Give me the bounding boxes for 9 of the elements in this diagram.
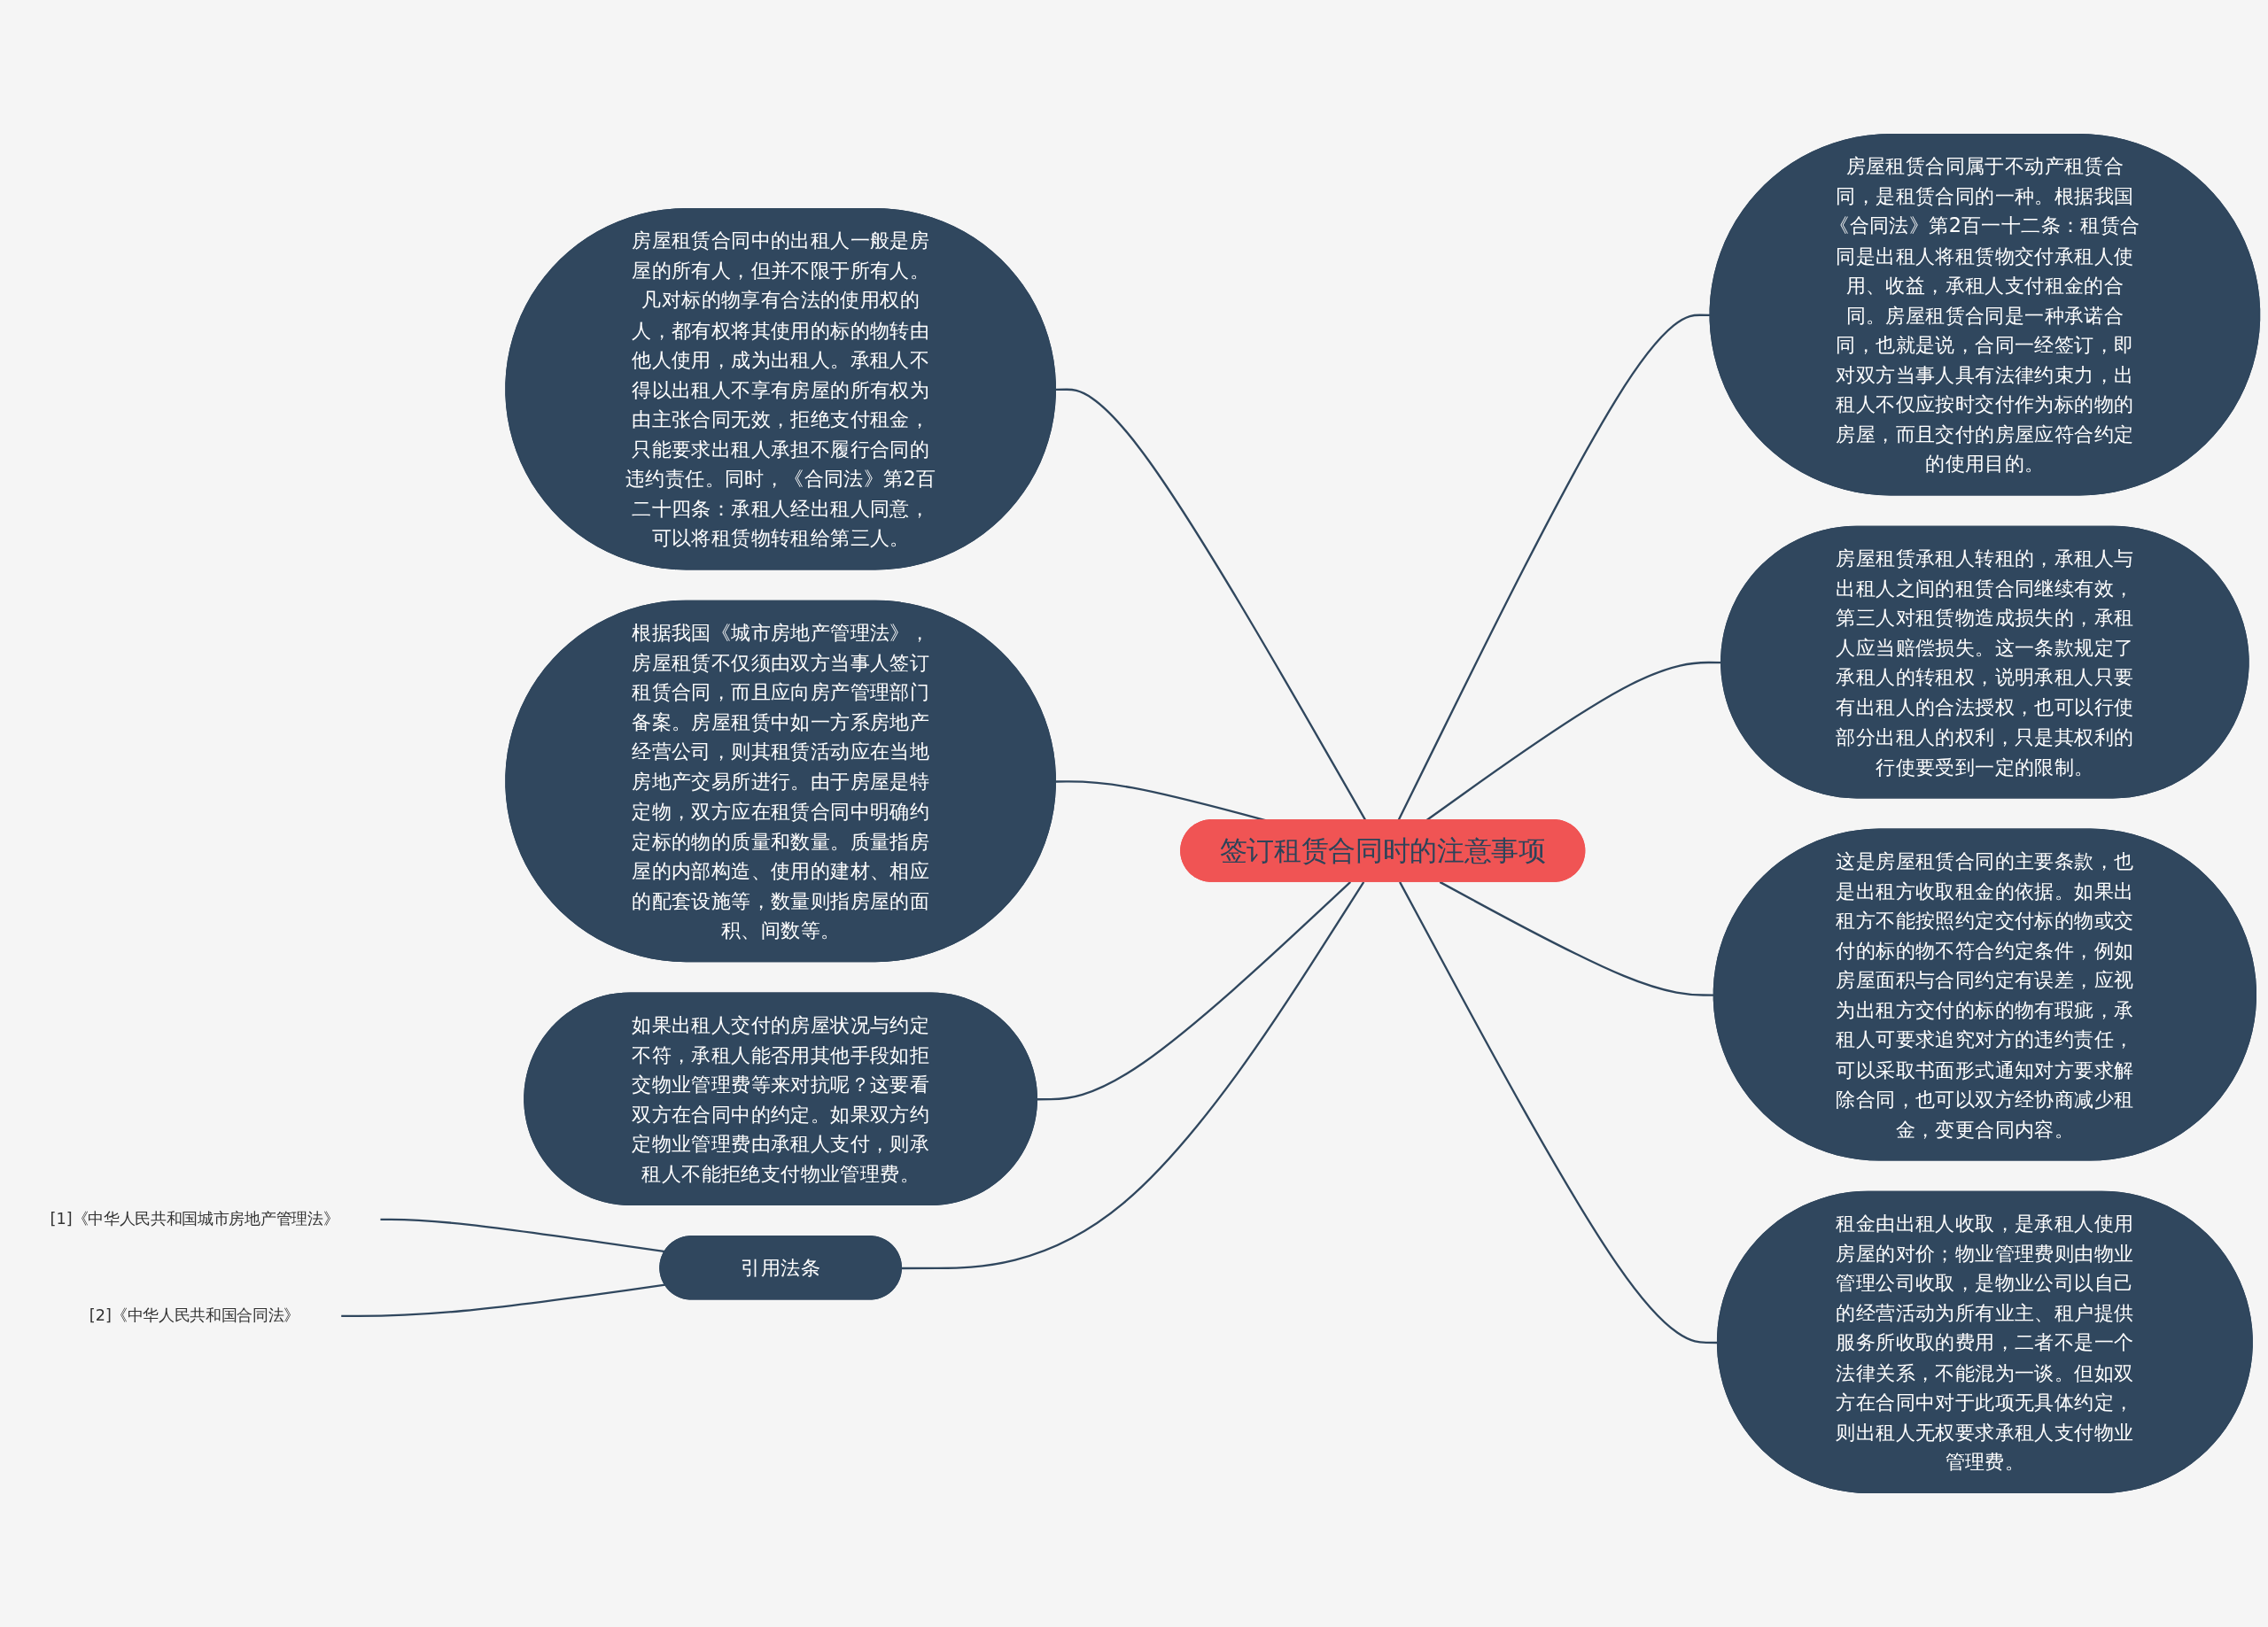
connector <box>1055 388 1367 821</box>
node-text: [2]《中华人民共和国合同法》 <box>89 1305 300 1326</box>
connector <box>1037 881 1352 1101</box>
connector <box>1397 314 1711 821</box>
connector <box>380 1218 665 1253</box>
node-text: [1]《中华人民共和国城市房地产管理法》 <box>50 1209 339 1229</box>
connector <box>901 881 1365 1270</box>
connector <box>341 1283 665 1318</box>
connector <box>1439 880 1714 996</box>
